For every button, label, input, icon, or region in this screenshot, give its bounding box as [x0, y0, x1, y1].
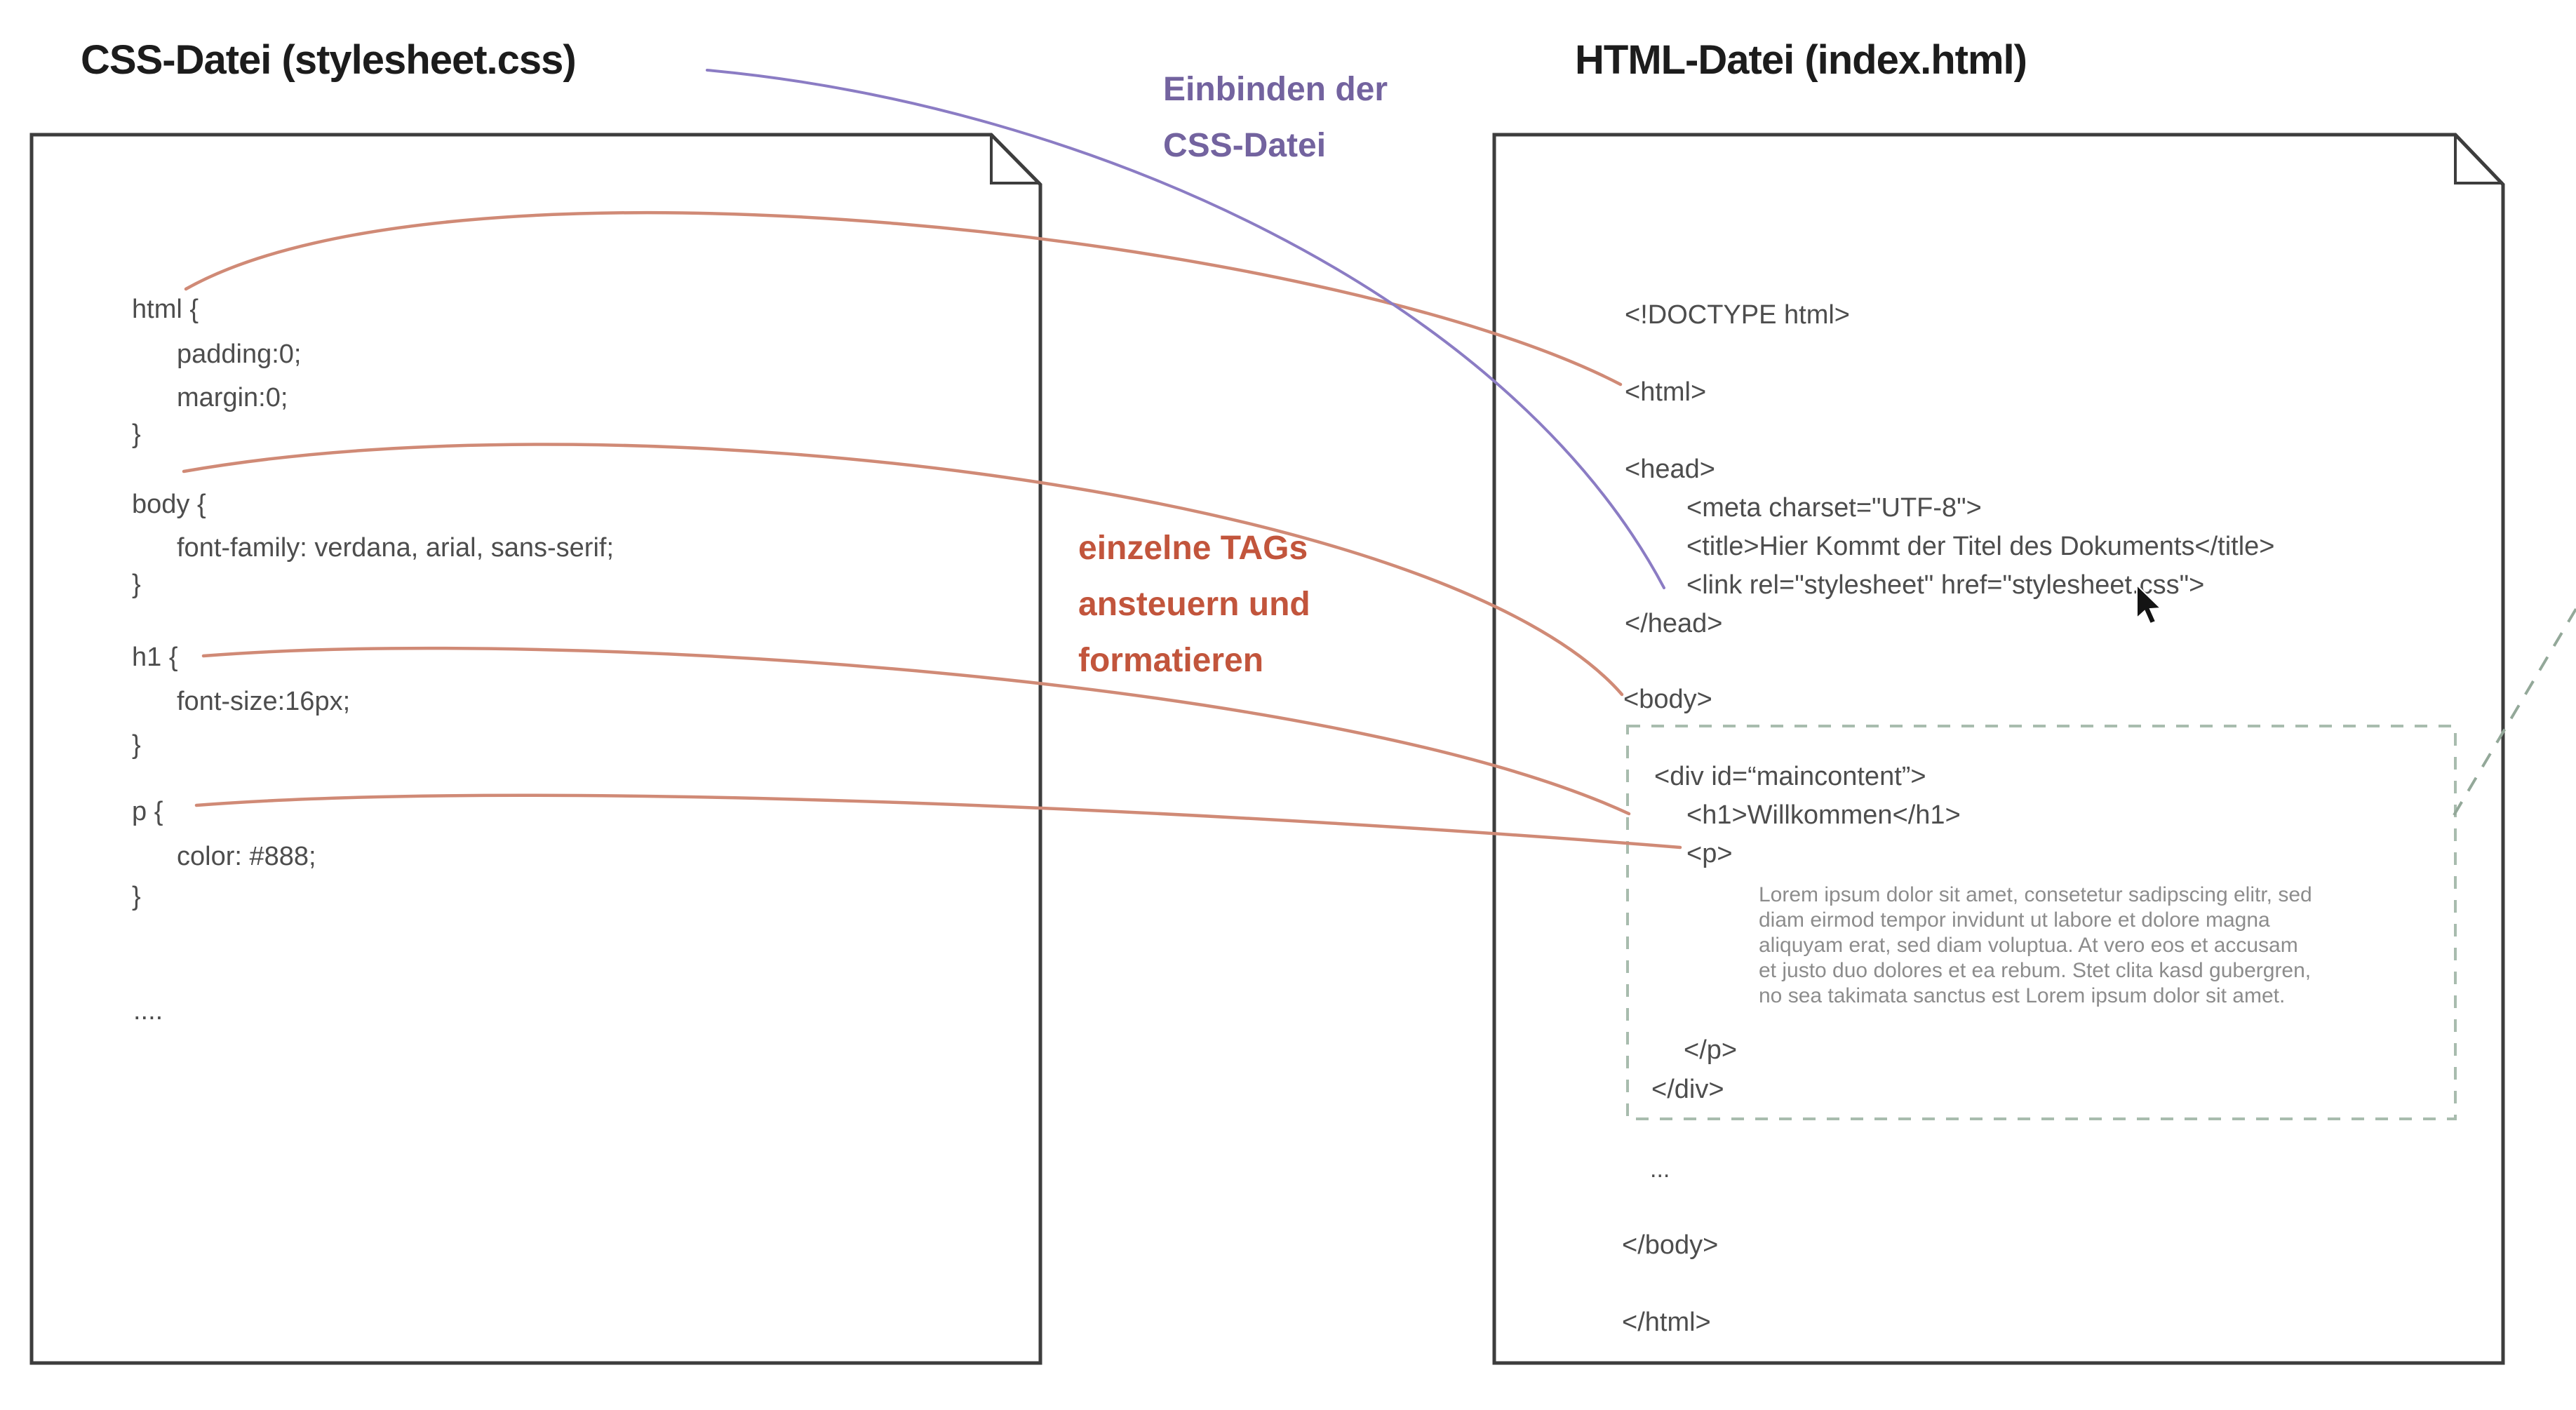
- css-code-line: margin:0;: [177, 383, 288, 412]
- html-code-line: <body>: [1623, 685, 1712, 714]
- html-code-line: </head>: [1625, 609, 1723, 638]
- html-code-line: <h1>Willkommen</h1>: [1686, 800, 1961, 830]
- html-code-line: </div>: [1651, 1075, 1724, 1104]
- connector-h1-selector: [201, 646, 1631, 816]
- css-code-line: h1 {: [132, 643, 178, 672]
- css-document-page: [29, 133, 1042, 1365]
- css-code-line: font-size:16px;: [177, 687, 351, 716]
- html-code-ellipsis: ...: [1650, 1156, 1670, 1183]
- html-document-folded-corner: [2454, 135, 2503, 184]
- css-code-line: }: [132, 570, 141, 599]
- html-code-line: </p>: [1684, 1035, 1738, 1065]
- html-code-line: <title>Hier Kommt der Titel des Dokument…: [1686, 532, 2275, 561]
- callout-dashed-line: [2453, 607, 2576, 817]
- html-code-line: <link rel="stylesheet" href="stylesheet.…: [1686, 570, 2205, 600]
- connector-body-selector: [182, 443, 1624, 697]
- css-document-folded-corner: [990, 135, 1040, 184]
- connector-html-selector: [184, 210, 1623, 387]
- connector-stylesheet-include: [706, 69, 1665, 589]
- css-code-ellipsis: ....: [133, 996, 163, 1026]
- target-tags-label: einzelne TAGs ansteuern und formatieren: [1078, 530, 1310, 679]
- css-code-line: padding:0;: [177, 340, 302, 369]
- html-code-line: <div id=“maincontent”>: [1654, 762, 1926, 791]
- html-code-line: <head>: [1625, 455, 1715, 484]
- css-code-line: }: [132, 419, 141, 449]
- html-code-line: <meta charset="UTF-8">: [1686, 493, 1982, 523]
- css-code-line: }: [132, 882, 141, 911]
- connector-p-selector: [194, 793, 1682, 850]
- html-code-line: <html>: [1625, 377, 1707, 407]
- html-document-page: [1492, 133, 2505, 1365]
- html-file-title: HTML-Datei (index.html): [1575, 37, 2027, 83]
- html-code-line: </html>: [1622, 1308, 1711, 1337]
- lorem-ipsum-text: Lorem ipsum dolor sit amet, consetetur s…: [1759, 883, 2312, 1007]
- css-code-line: body {: [132, 490, 206, 519]
- css-code-line: }: [132, 730, 141, 760]
- css-code-line: font-family: verdana, arial, sans-serif;: [177, 533, 615, 563]
- html-code-line: </body>: [1622, 1230, 1719, 1260]
- maincontent-highlight-box: [1626, 725, 2457, 1120]
- html-code-line: <p>: [1686, 839, 1733, 868]
- css-code-line: color: #888;: [177, 842, 316, 871]
- css-code-line: p {: [132, 797, 163, 826]
- css-file-title: CSS-Datei (stylesheet.css): [81, 37, 577, 83]
- css-code-line: html {: [132, 295, 199, 324]
- include-css-label: Einbinden der CSS-Datei: [1163, 71, 1388, 164]
- html-code-line: <!DOCTYPE html>: [1625, 300, 1850, 330]
